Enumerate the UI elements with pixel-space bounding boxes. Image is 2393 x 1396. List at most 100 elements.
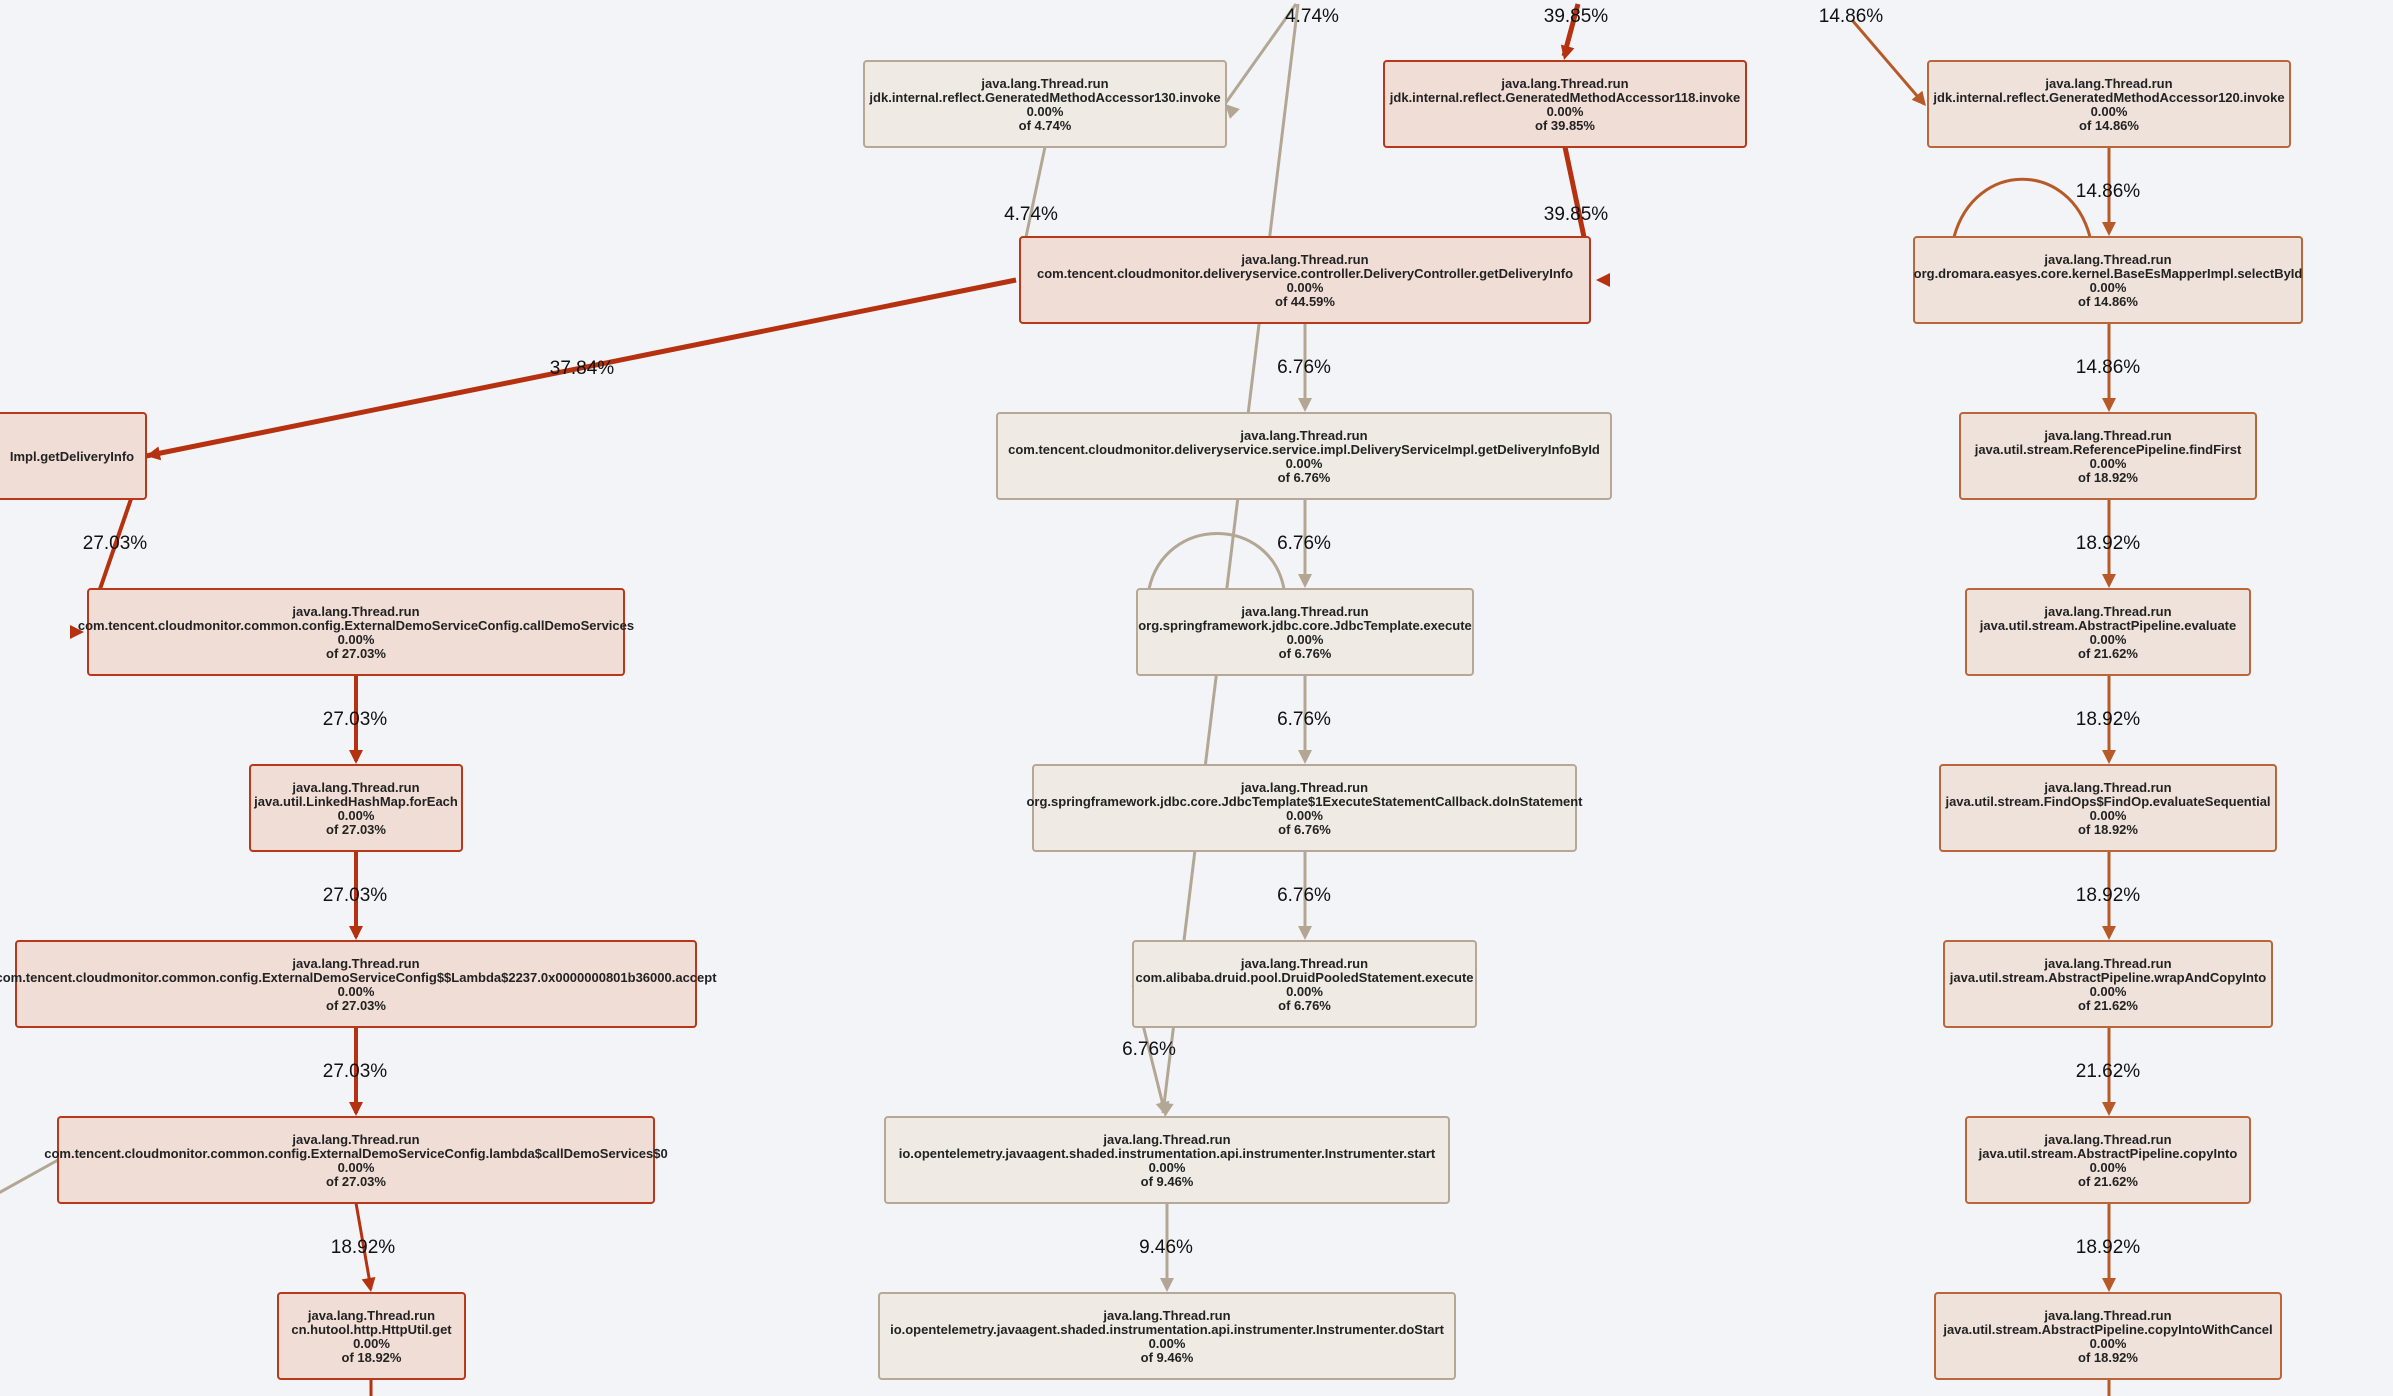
edge-copyinto-copycancel[interactable]	[2102, 1203, 2116, 1292]
node-callback[interactable]: java.lang.Thread.runorg.springframework.…	[1026, 764, 1583, 852]
edge-label: 4.74%	[1285, 6, 1339, 27]
edge-wrap-copyinto[interactable]	[2102, 1027, 2116, 1116]
edge-label: 6.76%	[1277, 709, 1331, 730]
node-self-percent: 0.00%	[1149, 1336, 1186, 1351]
edge-instr-dostart[interactable]	[1160, 1203, 1174, 1292]
node-method: org.dromara.easyes.core.kernel.BaseEsMap…	[1914, 266, 2303, 281]
node-self-percent: 0.00%	[2090, 808, 2127, 823]
node-acc120[interactable]: java.lang.Thread.runjdk.internal.reflect…	[1927, 60, 2291, 148]
node-box	[1136, 588, 1474, 676]
edge-svcbyid-jdbc[interactable]	[1298, 499, 1312, 588]
edge-left-exit[interactable]	[0, 1158, 59, 1195]
edge-label: 18.92%	[331, 1237, 396, 1258]
edges-layer	[0, 3, 2116, 1396]
node-dostart[interactable]: java.lang.Thread.runio.opentelemetry.jav…	[878, 1292, 1456, 1380]
edge-lambda-lambdacall[interactable]	[349, 1027, 363, 1116]
arrowhead-icon	[2102, 222, 2116, 236]
edge-callback-druid[interactable]	[1298, 851, 1312, 940]
node-self-percent: 0.00%	[1286, 456, 1323, 471]
node-jdbcexec[interactable]: java.lang.Thread.runorg.springframework.…	[1136, 588, 1474, 676]
node-evalseq[interactable]: java.lang.Thread.runjava.util.stream.Fin…	[1939, 764, 2277, 852]
node-impl[interactable]: Impl.getDeliveryInfo	[0, 412, 147, 500]
edge-jdbc-loop[interactable]	[1147, 532, 1286, 590]
edge-impl-calldemo[interactable]	[70, 498, 133, 639]
node-total-percent: of 14.86%	[2079, 118, 2139, 133]
node-self-percent: 0.00%	[338, 632, 375, 647]
edge-acc118-ctrl[interactable]	[1562, 146, 1610, 287]
edge-line	[145, 277, 1017, 459]
node-method: java.util.stream.AbstractPipeline.copyIn…	[1978, 1146, 2238, 1161]
node-thread: java.lang.Thread.run	[2043, 604, 2171, 619]
node-self-percent: 0.00%	[2090, 632, 2127, 647]
edge-label: 37.84%	[550, 358, 615, 379]
edge-evaluate-evalseq[interactable]	[2102, 675, 2116, 764]
edge-jdbc-callback[interactable]	[1298, 675, 1312, 764]
edge-line	[1147, 532, 1286, 590]
node-hutool[interactable]: java.lang.Thread.runcn.hutool.http.HttpU…	[277, 1292, 466, 1380]
edge-evalseq-wrap[interactable]	[2102, 851, 2116, 940]
node-calldemo[interactable]: java.lang.Thread.runcom.tencent.cloudmon…	[78, 588, 634, 676]
node-box	[1943, 940, 2273, 1028]
edge-top-1486[interactable]	[1850, 19, 1931, 110]
node-total-percent: of 14.86%	[2078, 294, 2138, 309]
node-lambda[interactable]: java.lang.Thread.runcom.tencent.cloudmon…	[0, 940, 717, 1028]
edge-line	[1850, 19, 1926, 105]
node-svcbyid[interactable]: java.lang.Thread.runcom.tencent.cloudmon…	[996, 412, 1612, 500]
node-thread: java.lang.Thread.run	[1240, 252, 1368, 267]
node-total-percent: of 27.03%	[326, 998, 386, 1013]
node-acc130[interactable]: java.lang.Thread.runjdk.internal.reflect…	[863, 60, 1227, 148]
edge-top-3985[interactable]	[1557, 3, 1581, 62]
node-method: com.tencent.cloudmonitor.common.config.E…	[0, 970, 717, 985]
node-evaluate[interactable]: java.lang.Thread.runjava.util.stream.Abs…	[1965, 588, 2251, 676]
edge-ctrl-svcbyid[interactable]	[1298, 323, 1312, 412]
node-method: org.springframework.jdbc.core.JdbcTempla…	[1026, 794, 1583, 809]
edge-label: 39.85%	[1544, 204, 1609, 225]
arrowhead-icon	[1560, 44, 1575, 60]
node-box	[1132, 940, 1477, 1028]
edge-calldemo-foreach[interactable]	[349, 675, 363, 764]
edge-label: 21.62%	[2076, 1061, 2141, 1082]
edge-ctrl-impl[interactable]	[145, 277, 1017, 463]
node-box	[1927, 60, 2291, 148]
edge-acc130-ctrl[interactable]	[1024, 146, 1047, 238]
edge-select-loop[interactable]	[1952, 177, 2092, 238]
node-wrap[interactable]: java.lang.Thread.runjava.util.stream.Abs…	[1943, 940, 2273, 1028]
node-druid[interactable]: java.lang.Thread.runcom.alibaba.druid.po…	[1132, 940, 1477, 1028]
node-acc118[interactable]: java.lang.Thread.runjdk.internal.reflect…	[1383, 60, 1747, 148]
edge-select-findfirst[interactable]	[2102, 323, 2116, 412]
node-instrstart[interactable]: java.lang.Thread.runio.opentelemetry.jav…	[884, 1116, 1450, 1204]
edge-findfirst-evaluate[interactable]	[2102, 499, 2116, 588]
node-findfirst[interactable]: java.lang.Thread.runjava.util.stream.Ref…	[1959, 412, 2257, 500]
edge-line	[354, 1202, 373, 1290]
node-foreach[interactable]: java.lang.Thread.runjava.util.LinkedHash…	[249, 764, 463, 852]
edge-label: 18.92%	[2076, 533, 2141, 554]
node-lambdacall[interactable]: java.lang.Thread.runcom.tencent.cloudmon…	[44, 1116, 668, 1204]
node-total-percent: of 21.62%	[2078, 998, 2138, 1013]
node-self-percent: 0.00%	[2090, 984, 2127, 999]
edge-acc120-select[interactable]	[2102, 147, 2116, 236]
node-thread: java.lang.Thread.run	[1500, 76, 1628, 91]
edge-lambdacall-hutool[interactable]	[354, 1202, 378, 1293]
edge-label: 27.03%	[323, 1061, 388, 1082]
node-ctrl[interactable]: java.lang.Thread.runcom.tencent.cloudmon…	[1019, 236, 1591, 324]
node-box	[1965, 1116, 2251, 1204]
arrowhead-icon	[2102, 574, 2116, 588]
node-box	[1019, 236, 1591, 324]
node-self-percent: 0.00%	[338, 1160, 375, 1175]
node-copyinto[interactable]: java.lang.Thread.runjava.util.stream.Abs…	[1965, 1116, 2251, 1204]
node-copycancel[interactable]: java.lang.Thread.runjava.util.stream.Abs…	[1934, 1292, 2282, 1380]
node-self-percent: 0.00%	[1286, 984, 1323, 999]
node-self-percent: 0.00%	[2090, 280, 2127, 295]
node-box	[1913, 236, 2303, 324]
node-self-percent: 0.00%	[1547, 104, 1584, 119]
edge-long-instr[interactable]	[1158, 3, 1300, 1118]
node-thread: Impl.getDeliveryInfo	[10, 449, 134, 464]
arrowhead-icon	[2102, 926, 2116, 940]
arrowhead-icon	[1298, 574, 1312, 588]
node-thread: java.lang.Thread.run	[291, 780, 419, 795]
node-box	[0, 412, 147, 500]
edge-foreach-lambda[interactable]	[349, 851, 363, 940]
node-method: java.util.stream.AbstractPipeline.wrapAn…	[1949, 970, 2266, 985]
node-selectbyid[interactable]: java.lang.Thread.runorg.dromara.easyes.c…	[1913, 236, 2303, 324]
